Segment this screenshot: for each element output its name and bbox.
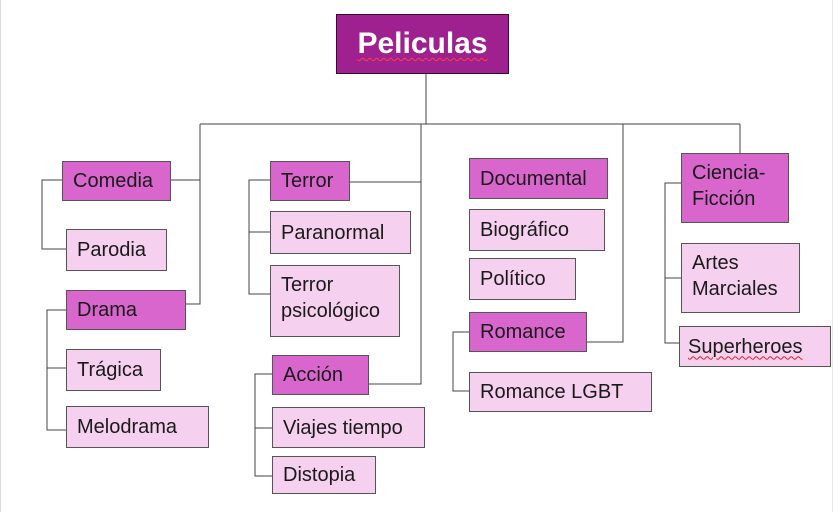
category-label: Comedia bbox=[73, 170, 154, 192]
category-label: Documental bbox=[480, 167, 587, 190]
root-node: Peliculas bbox=[336, 14, 509, 74]
subcategory-label: Trágica bbox=[77, 359, 143, 381]
subcategory-label: Paranormal bbox=[281, 221, 385, 244]
right-border bbox=[832, 0, 833, 512]
subcategory-romance-lgbt: Romance LGBT bbox=[469, 372, 652, 412]
subcategory-label: Distopia bbox=[283, 464, 356, 486]
category-documental: Documental bbox=[469, 158, 608, 199]
category-accion: Acción bbox=[272, 355, 369, 395]
subcategory-label: Melodrama bbox=[77, 416, 178, 438]
subcategory-parodia: Parodia bbox=[66, 229, 167, 271]
subcategory-label: Romance LGBT bbox=[480, 381, 624, 403]
subcategory-politico: Político bbox=[469, 258, 576, 300]
category-ciencia-ficcion: Ciencia-Ficción bbox=[681, 153, 789, 223]
subcategory-melodrama: Melodrama bbox=[66, 406, 209, 448]
category-label: Terror bbox=[281, 170, 334, 192]
subcategory-distopia: Distopia bbox=[272, 456, 376, 494]
category-label: Drama bbox=[77, 299, 138, 321]
subcategory-artes-marciales: Artes Marciales bbox=[681, 243, 800, 313]
subcategory-label: Terror psicológico bbox=[281, 274, 380, 322]
subcategory-superheroes: Superheroes bbox=[679, 326, 831, 367]
category-comedia: Comedia bbox=[62, 161, 171, 201]
subcategory-label: Viajes tiempo bbox=[283, 416, 403, 439]
subcategory-label: Artes Marciales bbox=[692, 252, 778, 300]
subcategory-tragica: Trágica bbox=[66, 349, 161, 391]
subcategory-viajes-tiempo: Viajes tiempo bbox=[272, 407, 425, 448]
category-label: Acción bbox=[283, 364, 344, 386]
category-label: Ciencia-Ficción bbox=[692, 162, 766, 210]
category-romance: Romance bbox=[469, 312, 587, 352]
left-border bbox=[0, 0, 1, 512]
subcategory-terror-psicologico: Terror psicológico bbox=[270, 265, 400, 337]
category-terror: Terror bbox=[270, 161, 350, 201]
category-drama: Drama bbox=[66, 290, 186, 330]
root-label: Peliculas bbox=[357, 27, 488, 60]
subcategory-label: Biográfico bbox=[480, 219, 569, 241]
subcategory-paranormal: Paranormal bbox=[270, 211, 411, 254]
category-label: Romance bbox=[480, 321, 566, 343]
subcategory-label: Político bbox=[480, 268, 546, 290]
subcategory-label: Parodia bbox=[77, 239, 146, 261]
subcategory-label: Superheroes bbox=[688, 335, 803, 358]
subcategory-biografico: Biográfico bbox=[469, 209, 605, 251]
